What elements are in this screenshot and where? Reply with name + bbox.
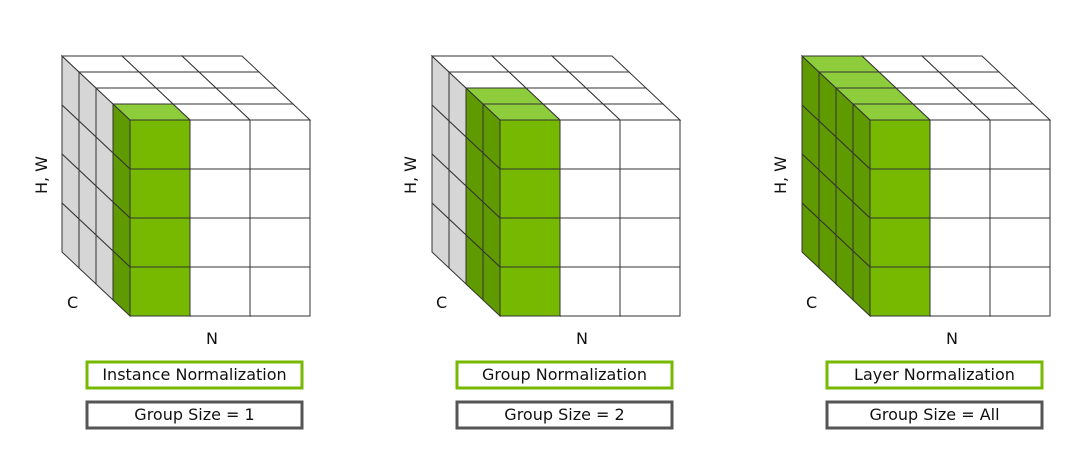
tensor-cube-layer [800,54,1052,318]
axis-label-n: N [576,329,588,348]
axis-label-n: N [206,329,218,348]
tensor-cell [559,266,621,317]
axis-label-c: C [806,293,817,312]
axis-label-c: C [436,293,447,312]
method-title: Layer Normalization [854,365,1015,384]
highlighted-cell [869,266,931,317]
method-title-box [825,360,1044,390]
tensor-cube-instance [60,54,312,318]
group-size-label: Group Size = 1 [134,405,254,424]
axis-label-hw: H, W [401,156,420,194]
highlighted-cell [499,217,561,268]
tensor-cell [559,217,621,268]
axis-label-c: C [67,293,78,312]
tensor-cell [989,119,1051,170]
highlighted-cell [499,119,561,170]
highlighted-cell [499,168,561,219]
group-size-label: Group Size = All [869,405,999,424]
axis-label-n: N [946,329,958,348]
highlighted-cell [129,217,191,268]
tensor-cell [249,119,311,170]
tensor-cell [929,168,991,219]
tensor-cell [189,217,251,268]
tensor-cell [189,168,251,219]
tensor-cell [559,168,621,219]
highlighted-cell [869,119,931,170]
tensor-cell [189,119,251,170]
tensor-cell [619,217,681,268]
axis-label-hw: H, W [32,156,51,194]
panel-group-normalization: H, W C N Group Normalization Group Size … [401,54,682,430]
method-title: Group Normalization [482,365,647,384]
tensor-cell [989,266,1051,317]
tensor-cell [619,168,681,219]
tensor-cell [189,266,251,317]
tensor-cell [619,119,681,170]
highlighted-cell [129,119,191,170]
highlighted-cell [129,266,191,317]
tensor-cell [249,217,311,268]
tensor-cell [989,168,1051,219]
tensor-cell [249,168,311,219]
panel-instance-normalization: H, W C N Instance Normalization Group Si… [32,54,312,430]
group-size-box [825,400,1044,430]
tensor-cell [619,266,681,317]
tensor-cell [929,119,991,170]
group-size-box [455,400,674,430]
tensor-cube-group [430,54,682,318]
tensor-cell [929,217,991,268]
tensor-cell [929,266,991,317]
method-title-box [85,360,304,390]
panel-layer-normalization: H, W C N Layer Normalization Group Size … [771,54,1052,430]
tensor-cell [559,119,621,170]
tensor-cell [989,217,1051,268]
tensor-cell [249,266,311,317]
highlighted-cell [869,168,931,219]
axis-label-hw: H, W [771,156,790,194]
highlighted-cell [869,217,931,268]
group-size-label: Group Size = 2 [504,405,624,424]
highlighted-cell [499,266,561,317]
method-title: Instance Normalization [102,365,286,384]
highlighted-cell [129,168,191,219]
method-title-box [455,360,674,390]
group-size-box [85,400,304,430]
